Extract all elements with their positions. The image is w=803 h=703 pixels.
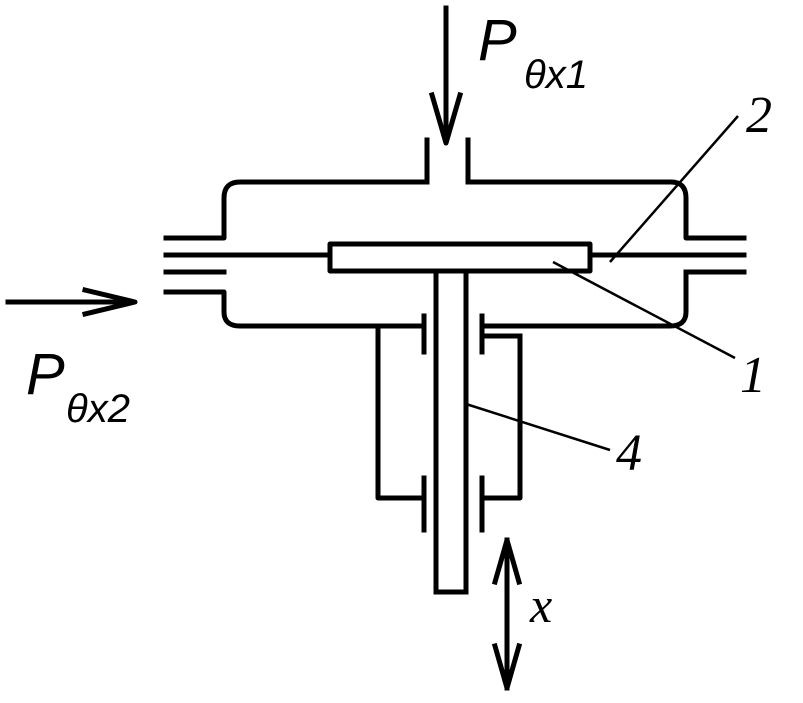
pressure-label-1: P (478, 8, 517, 73)
pressure-label-2-sub: θx2 (66, 387, 130, 431)
chamber-top-wall-right (465, 179, 747, 241)
pressure-label-1-sub: θx1 (524, 53, 588, 97)
leader-1 (552, 260, 736, 360)
membrane-plate (327, 241, 593, 274)
leader-2 (609, 115, 739, 263)
part-number-1: 1 (740, 347, 766, 404)
pressure-label-2: P (26, 342, 65, 407)
inlet-arrow-1-head (428, 91, 464, 146)
chamber-top-wall (163, 179, 430, 241)
guide-body-right (479, 333, 523, 501)
part-number-4: 4 (616, 425, 642, 482)
motion-label-x: x (529, 577, 552, 633)
left-port-lower-bend (163, 289, 425, 329)
inlet-arrow-2-head (81, 286, 138, 318)
motion-arrow-head-up (491, 537, 523, 586)
guide-body (375, 323, 427, 501)
leader-4 (465, 402, 611, 452)
chamber-bottom-right (479, 269, 689, 329)
motion-arrow-head-down (491, 642, 523, 691)
part-number-2: 2 (746, 87, 772, 144)
